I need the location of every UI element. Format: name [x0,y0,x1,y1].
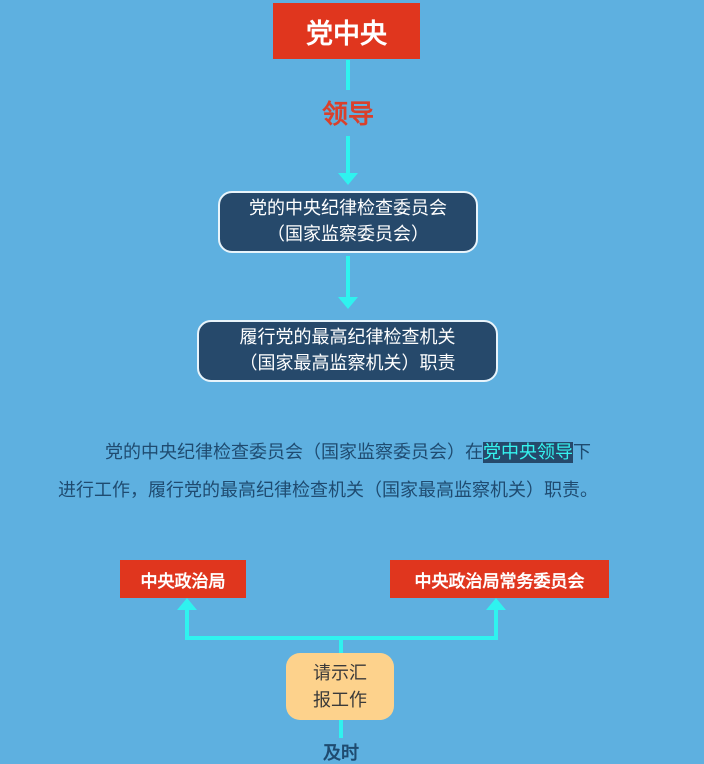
timely-label: 及时 [323,743,359,764]
box-line: 报工作 [313,689,367,711]
connector-line [346,136,350,174]
text: 党的中央纪律检查委员会（国家监察委员会）在 [105,442,483,463]
arrow-up-icon [177,598,197,610]
report-work-box: 请示汇 报工作 [286,653,394,720]
arrow-up-icon [486,598,506,610]
standing-committee-box: 中央政治局常务委员会 [390,560,609,598]
duties-box: 履行党的最高纪律检查机关 （国家最高监察机关）职责 [197,320,498,382]
connector-line [346,60,350,90]
arrow-down-icon [338,173,358,185]
text: 下 [573,442,591,463]
description-line-2: 进行工作，履行党的最高纪律检查机关（国家最高监察机关）职责。 [58,480,598,501]
box-line: 请示汇 [313,662,367,684]
box-line: （国家最高监察机关）职责 [239,353,456,374]
leadership-label: 领导 [321,100,374,130]
arrow-down-icon [338,297,358,309]
connector-line [494,609,498,640]
connector-line [339,720,343,738]
box-line: 履行党的最高纪律检查机关 [239,327,456,348]
description-line-1: 党的中央纪律检查委员会（国家监察委员会）在党中央领导下 [105,438,591,464]
politburo-box: 中央政治局 [120,560,246,598]
box-line: （国家监察委员会） [267,224,429,245]
discipline-commission-box: 党的中央纪律检查委员会 （国家监察委员会） [218,191,478,253]
highlighted-text: 党中央领导 [483,442,573,463]
connector-line [339,636,343,654]
box-line: 党的中央纪律检查委员会 [249,198,447,219]
connector-line [185,609,189,640]
connector-line [346,256,350,298]
party-central-box: 党中央 [273,3,420,59]
